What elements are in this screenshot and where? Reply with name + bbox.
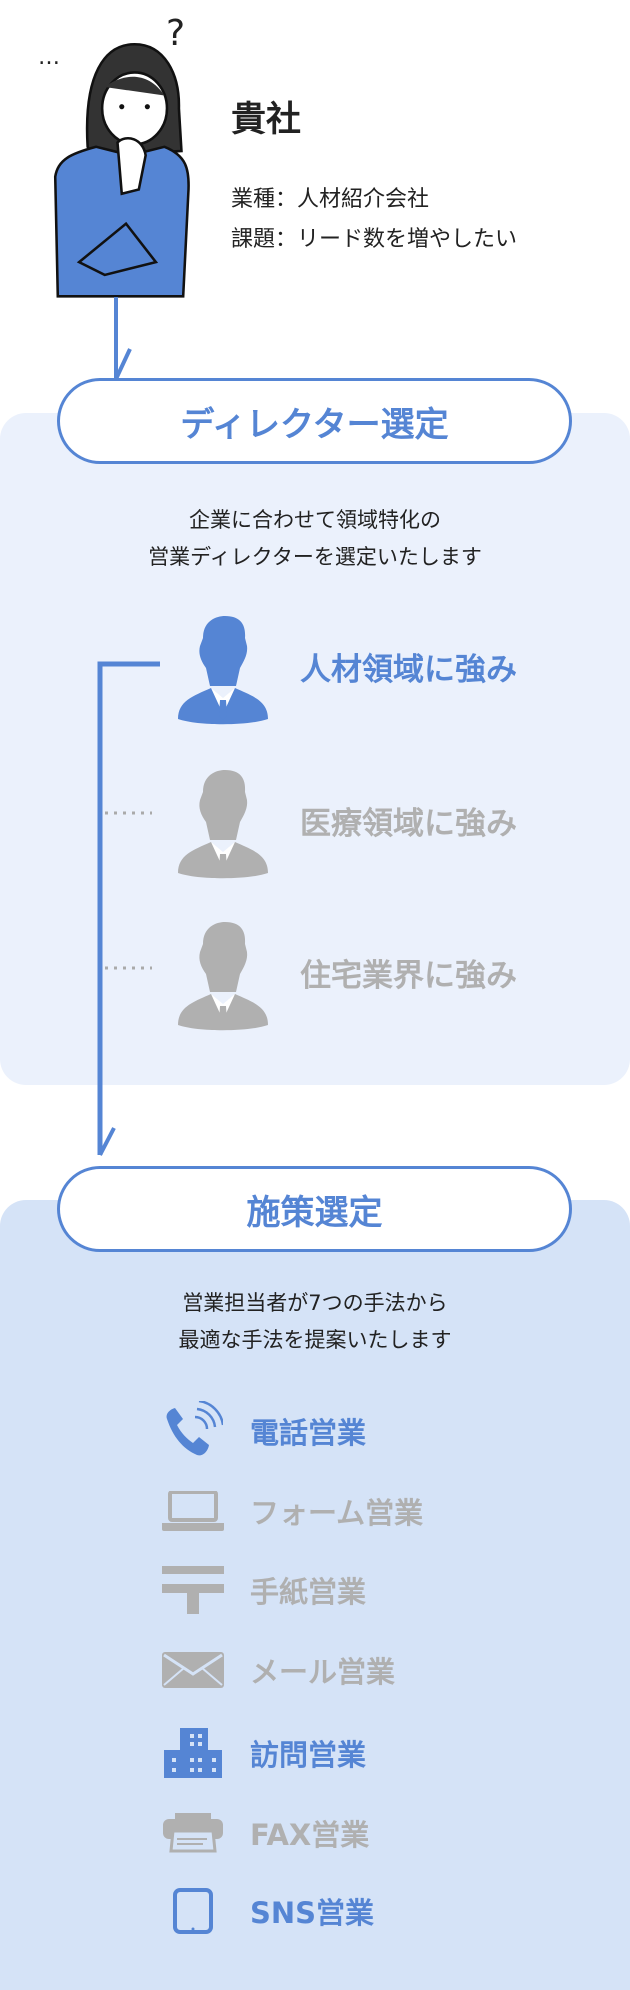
method-label: フォーム営業: [250, 1496, 424, 1530]
director-option: 住宅業界に強み: [300, 958, 517, 994]
envelope-icon: [160, 1638, 226, 1702]
thought-dots: …: [38, 45, 60, 70]
desc-line: 企業に合わせて領域特化の: [189, 508, 441, 532]
method-label: SNS営業: [250, 1896, 375, 1930]
laptop-icon: [160, 1479, 226, 1543]
desc-line: 最適な手法を提案いたします: [178, 1328, 452, 1352]
director-selection-section: [0, 413, 630, 1085]
fax-icon: [160, 1801, 226, 1865]
method-label: 訪問営業: [250, 1738, 367, 1772]
phone-icon: [160, 1399, 226, 1463]
desc-line: 営業ディレクターを選定いたします: [148, 545, 482, 569]
director-person-icon: [178, 616, 268, 730]
method-item: メール営業: [160, 1638, 395, 1702]
director-option: 人材領域に強み: [300, 652, 517, 688]
method-selection-section: [0, 1200, 630, 1990]
step-method-selection: 施策選定: [57, 1166, 572, 1252]
company-issue: 課題：リード数を増やしたい: [231, 227, 518, 252]
thinking-person-illustration: [53, 42, 190, 298]
smartphone-icon: [160, 1879, 226, 1943]
method-item: FAX営業: [160, 1801, 369, 1865]
step1-description: 企業に合わせて領域特化の 営業ディレクターを選定いたします: [0, 502, 630, 576]
method-item: SNS営業: [160, 1879, 374, 1943]
step-title: ディレクター選定: [180, 404, 449, 445]
method-item: 電話営業: [160, 1399, 366, 1463]
flow-arrow: [114, 297, 132, 380]
method-label: 手紙営業: [250, 1575, 367, 1609]
director-person-icon: [178, 922, 268, 1036]
method-label: メール営業: [250, 1655, 396, 1689]
step2-description: 営業担当者が7つの手法から 最適な手法を提案いたします: [0, 1285, 630, 1359]
method-item: フォーム営業: [160, 1479, 423, 1543]
postal-mark-icon: [160, 1558, 226, 1622]
building-icon: [160, 1721, 226, 1785]
step-title: 施策選定: [246, 1192, 383, 1233]
step-director-selection: ディレクター選定: [57, 378, 572, 464]
method-label: FAX営業: [250, 1818, 370, 1852]
question-mark: ?: [166, 13, 186, 54]
method-item: 手紙営業: [160, 1558, 366, 1622]
method-item: 訪問営業: [160, 1721, 366, 1785]
company-industry: 業種：人材紹介会社: [231, 187, 430, 212]
director-connector: [97, 661, 160, 1156]
method-label: 電話営業: [250, 1416, 367, 1450]
director-option: 医療領域に強み: [300, 806, 517, 842]
director-person-icon: [178, 770, 268, 884]
desc-line: 営業担当者が7つの手法から: [182, 1291, 448, 1315]
company-title: 貴社: [231, 100, 302, 140]
